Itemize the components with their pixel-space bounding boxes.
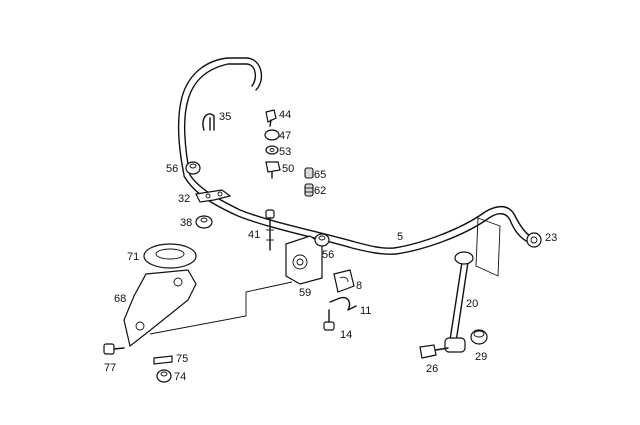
- link-mount-plate: [475, 217, 501, 277]
- callout-75: 75: [176, 353, 188, 365]
- nut-29: [470, 329, 488, 345]
- callout-26: 26: [426, 363, 438, 375]
- washer-75: [153, 355, 173, 365]
- bracket-32: [195, 189, 232, 203]
- callout-35: 35: [219, 111, 231, 123]
- callout-56-lower: 56: [322, 249, 334, 261]
- bolt-26: [419, 344, 449, 359]
- callout-5: 5: [397, 231, 403, 243]
- callout-44: 44: [279, 109, 291, 121]
- callout-38: 38: [180, 217, 192, 229]
- callout-53: 53: [279, 146, 291, 158]
- callout-8: 8: [356, 280, 362, 292]
- clip-35: [202, 113, 215, 131]
- reference-line: [149, 281, 293, 335]
- callout-62: 62: [314, 185, 326, 197]
- bolt-41: [265, 209, 275, 251]
- callout-11: 11: [360, 305, 371, 317]
- cover-71: [143, 243, 197, 269]
- callout-71: 71: [127, 251, 139, 263]
- callout-41: 41: [248, 229, 260, 241]
- washer-53: [265, 145, 279, 155]
- callout-32: 32: [178, 193, 190, 205]
- bolt-77: [103, 343, 125, 355]
- callout-14: 14: [340, 329, 352, 341]
- stabilizer-link-rod: [444, 251, 474, 353]
- nut-23: [526, 232, 542, 248]
- nut-38: [195, 215, 213, 229]
- screw-14: [323, 309, 335, 331]
- support-arm-68: [123, 269, 197, 348]
- callout-68: 68: [114, 293, 126, 305]
- callout-47: 47: [279, 130, 291, 142]
- callout-50: 50: [282, 163, 294, 175]
- nut-56-upper: [185, 161, 201, 175]
- callout-77: 77: [104, 362, 116, 374]
- callout-59: 59: [299, 287, 311, 299]
- screw-44: [265, 109, 277, 127]
- callout-29: 29: [475, 351, 487, 363]
- rubber-mount-8: [333, 269, 355, 293]
- bushing-50: [265, 161, 281, 179]
- callout-74: 74: [174, 371, 186, 383]
- plug-62: [304, 183, 314, 197]
- nut-56-lower: [314, 233, 330, 247]
- callout-56-upper: 56: [166, 163, 178, 175]
- callout-20: 20: [466, 298, 478, 310]
- callout-23: 23: [545, 232, 557, 244]
- grommet-65: [304, 167, 314, 179]
- callout-labels: 35 44 47 53 50 56 65 62 32 38 41 56 5 23…: [104, 109, 557, 383]
- clamp-11: [329, 296, 357, 311]
- nut-74: [156, 369, 172, 383]
- housing-59: [285, 235, 323, 285]
- nut-47: [264, 129, 280, 141]
- callout-65: 65: [314, 169, 326, 181]
- stabilizer-bar: [178, 57, 531, 255]
